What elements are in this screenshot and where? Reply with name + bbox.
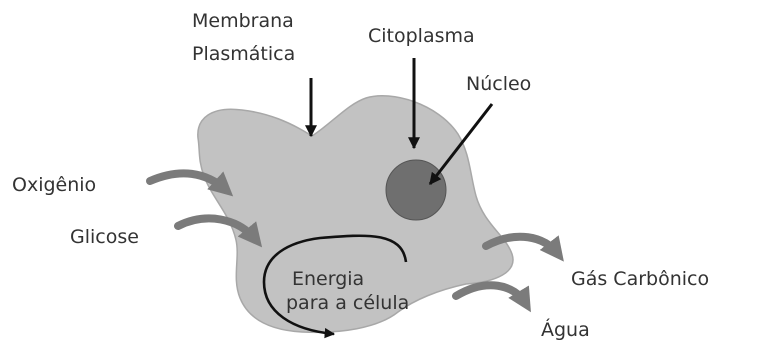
label-glicose: Glicose [70,226,139,248]
label-citoplasma: Citoplasma [368,25,475,47]
label-membrana-line2: Plasmática [192,43,295,65]
agua-arrow [456,285,526,304]
label-oxigenio: Oxigênio [12,174,96,196]
nucleus [386,160,446,220]
label-energia-line1: Energia [292,268,364,290]
label-energia-line2: para a célula [286,292,409,314]
label-gas-carbonico: Gás Carbônico [571,268,709,290]
label-nucleo: Núcleo [466,73,531,95]
label-membrana-line1: Membrana [192,10,294,32]
label-agua: Água [541,318,590,341]
